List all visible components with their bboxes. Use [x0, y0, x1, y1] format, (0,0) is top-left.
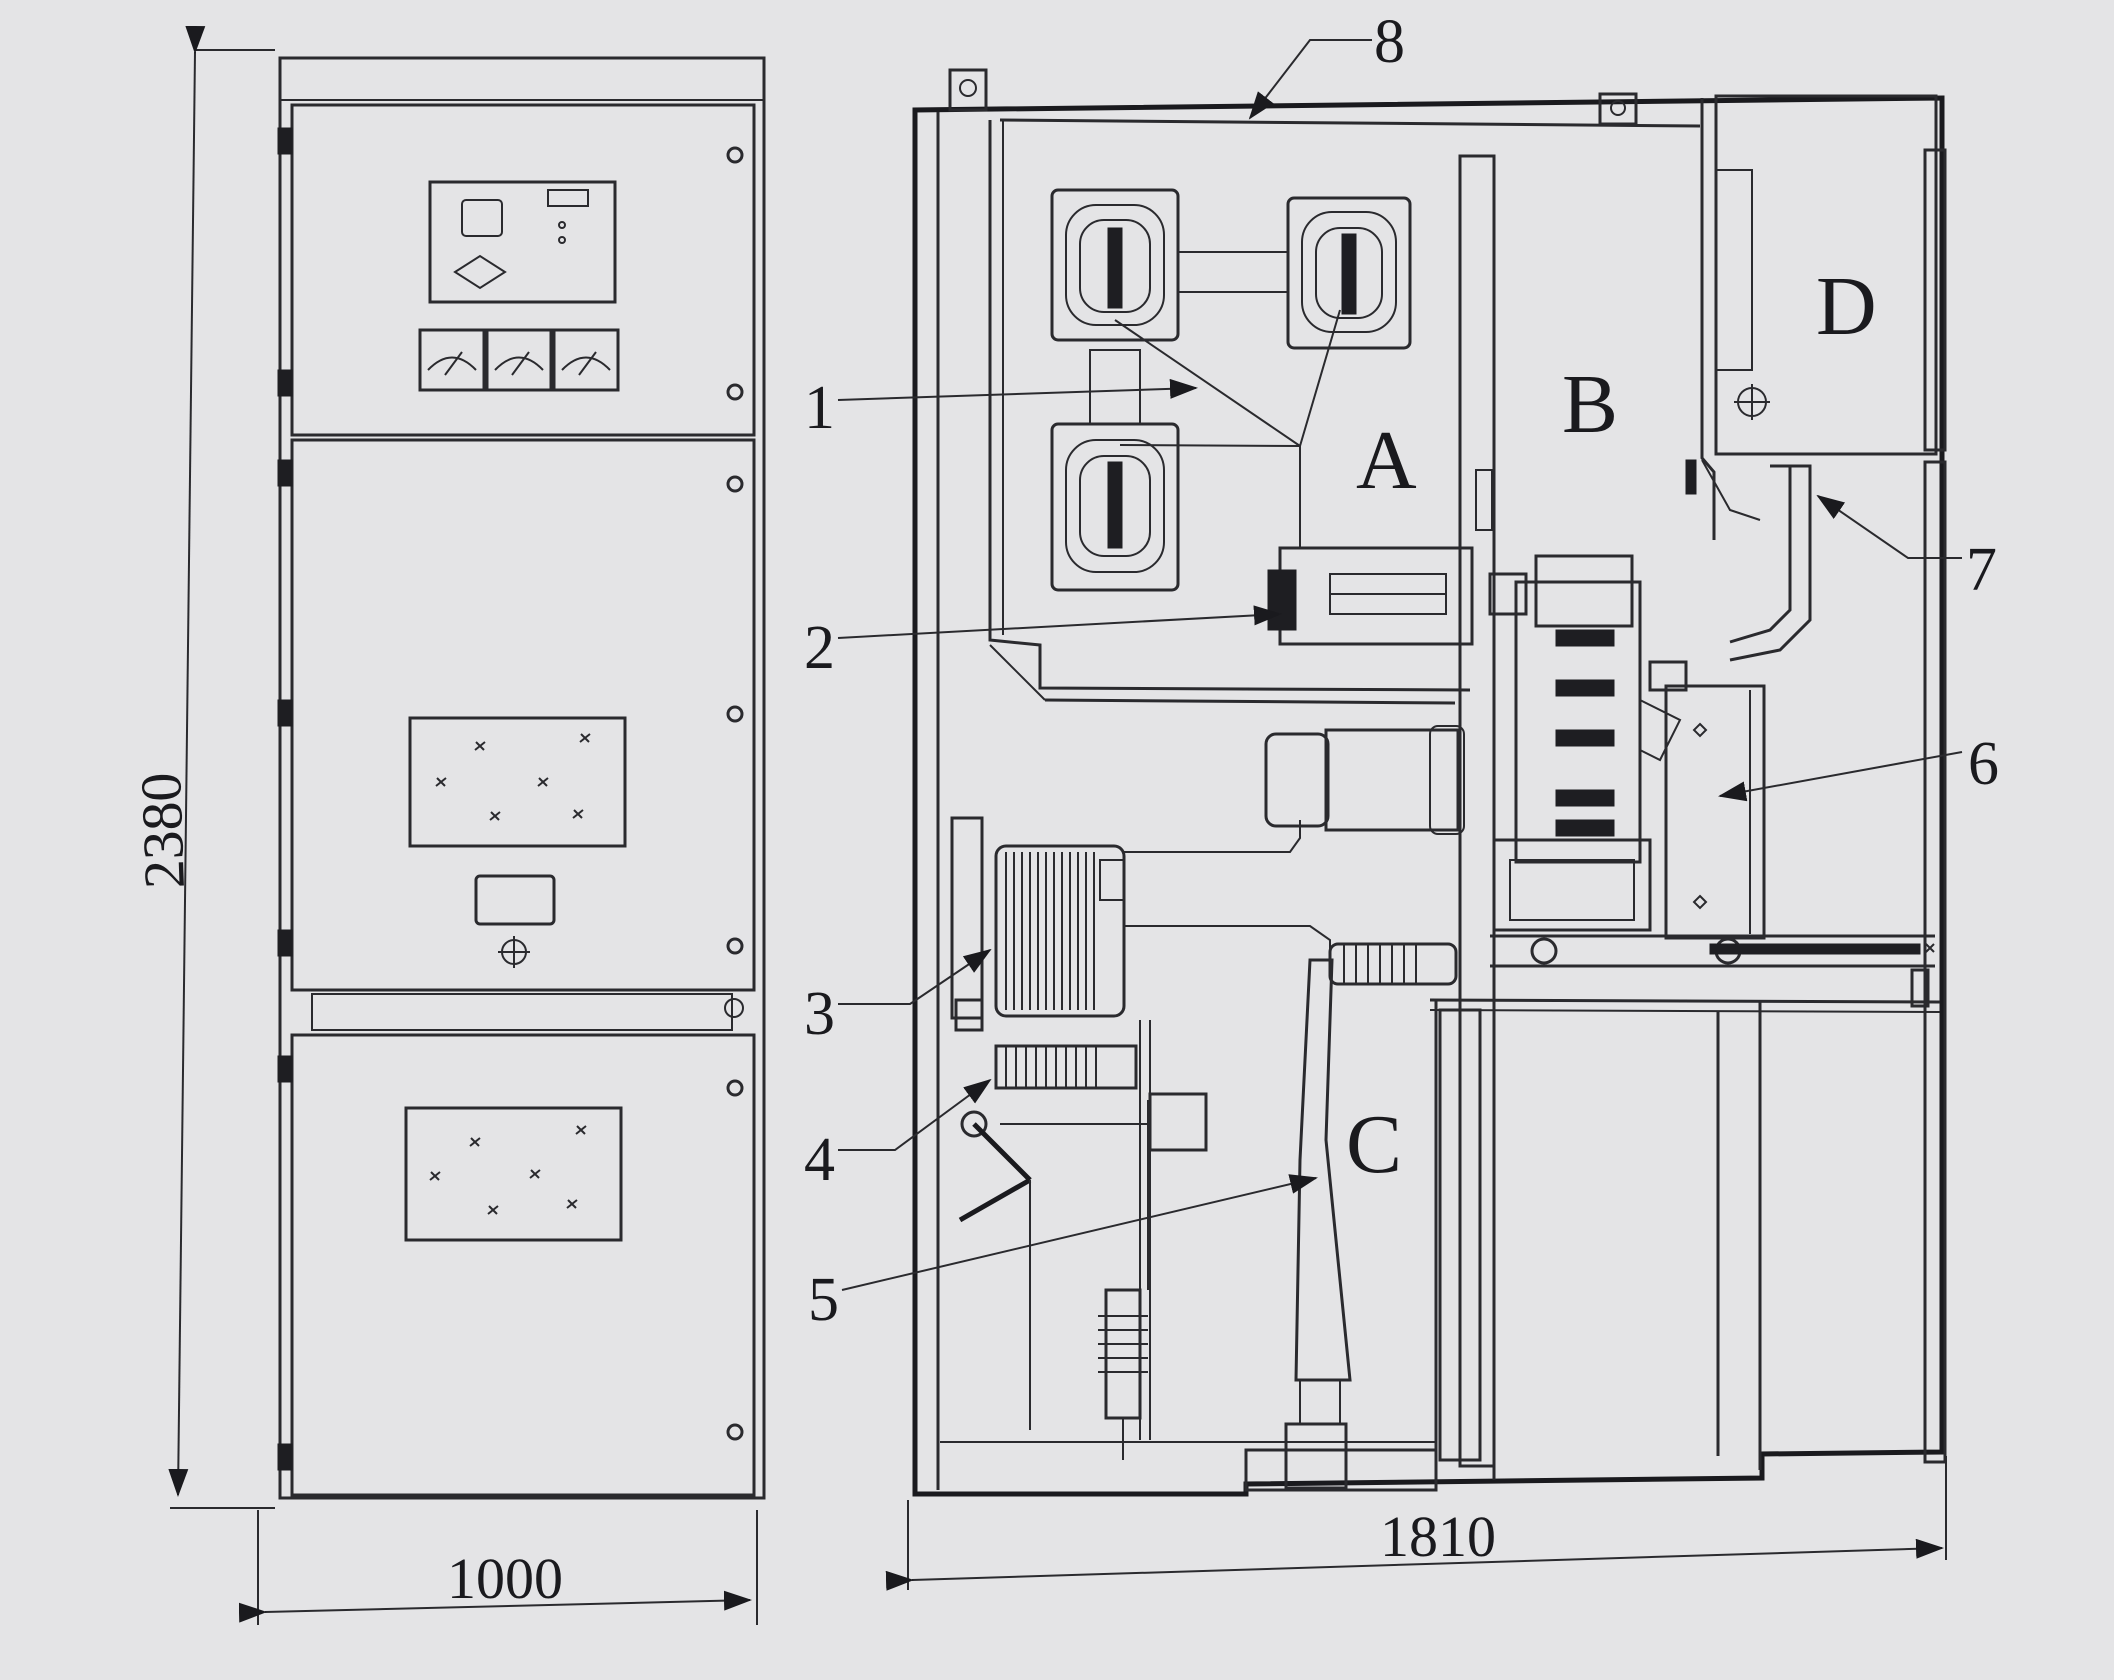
- callouts: 1 2 3 4 5 6 7 8: [804, 8, 1999, 1334]
- meters: [418, 328, 620, 392]
- callout-8: 8: [1374, 8, 1405, 76]
- control-panel: [428, 180, 617, 304]
- compartment-label-c: C: [1346, 1098, 1402, 1191]
- width-dimension: 1000: [238, 1510, 758, 1625]
- hinges: [277, 127, 293, 1471]
- height-dimension: 2380: [128, 25, 275, 1509]
- depth-dimension-label: 1810: [1380, 1504, 1496, 1569]
- callout-7: 7: [1966, 536, 1997, 604]
- height-dimension-label: 2380: [128, 772, 197, 890]
- front-lower-door: [290, 1033, 756, 1497]
- busbar-assembly: [1050, 188, 1412, 592]
- callout-3: 3: [804, 980, 835, 1048]
- callout-2: 2: [804, 614, 835, 682]
- contact-box: [1267, 546, 1528, 646]
- duct: [1685, 459, 1812, 662]
- callout-6: 6: [1968, 730, 1999, 798]
- front-top-door: [290, 103, 756, 437]
- inspection-window-lower: [404, 1106, 623, 1242]
- current-transformer: [950, 816, 1331, 1032]
- surge-arrester: [1098, 1100, 1149, 1460]
- compartment-label-a: A: [1356, 414, 1417, 507]
- mechanism-box: [1648, 660, 1766, 940]
- circuit-breaker: [1264, 554, 1682, 932]
- front-cabinet-outline: [278, 56, 766, 1500]
- truck-rail: [1429, 934, 1941, 1013]
- front-view: 2380 1000: [128, 25, 766, 1625]
- door-handle-slot: [474, 874, 556, 926]
- compartment-label-b: B: [1562, 358, 1618, 451]
- inspection-window-upper: [408, 716, 627, 848]
- door-screws: [726, 146, 744, 1441]
- callout-1: 1: [804, 374, 835, 442]
- compartment-label-d: D: [1816, 260, 1877, 353]
- callout-5: 5: [808, 1266, 839, 1334]
- side-view: A B C D 1 2 3 4 5 6 7 8: [804, 8, 1999, 1591]
- width-dimension-label: 1000: [447, 1546, 563, 1611]
- cable-termination: [1284, 942, 1458, 1490]
- depth-dimension: 1810: [885, 1456, 1947, 1591]
- callout-4: 4: [804, 1126, 835, 1194]
- earthing-switch: [958, 1020, 1208, 1440]
- lower-compartments: [940, 1000, 1762, 1492]
- front-middle-door: [290, 438, 756, 992]
